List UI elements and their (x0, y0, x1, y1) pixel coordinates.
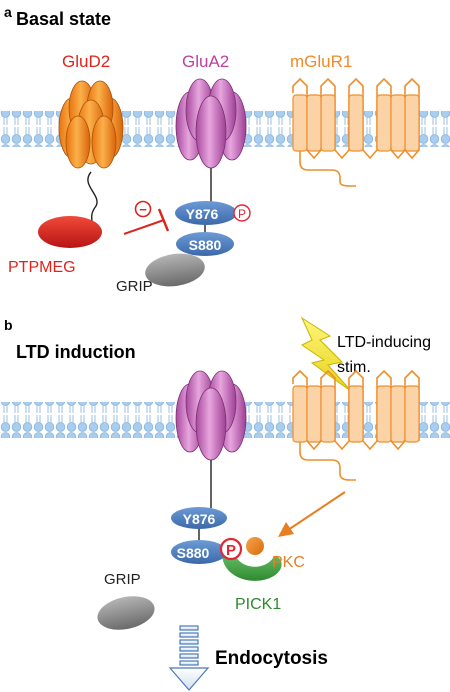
mglur1-label: mGluR1 (290, 52, 352, 71)
endocytosis-label: Endocytosis (215, 648, 328, 669)
panel-b: b LTD induction LTD-inducing stim. (0, 316, 450, 691)
grip-protein-b (97, 596, 155, 630)
glud2-label: GluD2 (62, 52, 110, 71)
y876-residue-a (175, 201, 237, 225)
pkc-protein (246, 537, 264, 555)
down-arrow-icon (168, 625, 210, 691)
pkc-label: PKC (272, 554, 305, 571)
pick1-protein (222, 552, 282, 581)
y876-residue-b (171, 507, 227, 529)
pick1-label: PICK1 (235, 596, 281, 613)
panel-b-title: LTD induction (16, 342, 136, 362)
mglur1-helices-b (292, 385, 420, 443)
phospho-y876-label: P (238, 207, 246, 221)
phospho-s880-label: P (226, 542, 236, 559)
minus-circle (134, 200, 152, 218)
panel-a-title: Basal state (16, 9, 111, 29)
lightning-bolt-icon (300, 316, 353, 393)
grip-protein-a (145, 253, 205, 287)
ptpmeg-protein (38, 216, 102, 248)
stim-label-line2: stim. (337, 359, 371, 376)
glud2-receptor (58, 80, 124, 169)
activation-arrowhead (278, 522, 294, 537)
glud2-tail (87, 171, 98, 223)
grip-label-a: GRIP (116, 278, 153, 295)
y876-label-b: Y876 (183, 511, 216, 527)
mglur1-receptor (292, 77, 420, 187)
s880-label-b: S880 (177, 545, 210, 561)
mglur1-receptor-b (292, 369, 420, 481)
panel-a: a Basal state GluD2 GluA2 mGluR1 PTPMEG … (0, 4, 450, 295)
glua2-receptor-a (175, 78, 247, 169)
ptpmeg-label: PTPMEG (8, 259, 76, 276)
inhibition-symbol: − (123, 200, 170, 235)
glua2-receptor-b (175, 370, 247, 461)
panel-b-letter: b (4, 317, 13, 333)
s880-residue-b (171, 540, 227, 564)
phospho-s880 (219, 537, 243, 561)
s880-label-a: S880 (189, 237, 222, 253)
y876-label-a: Y876 (186, 206, 219, 222)
grip-label-b: GRIP (104, 571, 141, 588)
panel-a-letter: a (4, 4, 12, 20)
activation-arrow (287, 491, 346, 531)
glua2-label-a: GluA2 (182, 52, 229, 71)
minus-sign: − (139, 202, 147, 217)
s880-residue-a (176, 232, 234, 256)
stim-label-line1: LTD-inducing (337, 334, 431, 351)
phospho-y876 (233, 204, 251, 222)
mglur1-helices (292, 94, 420, 152)
